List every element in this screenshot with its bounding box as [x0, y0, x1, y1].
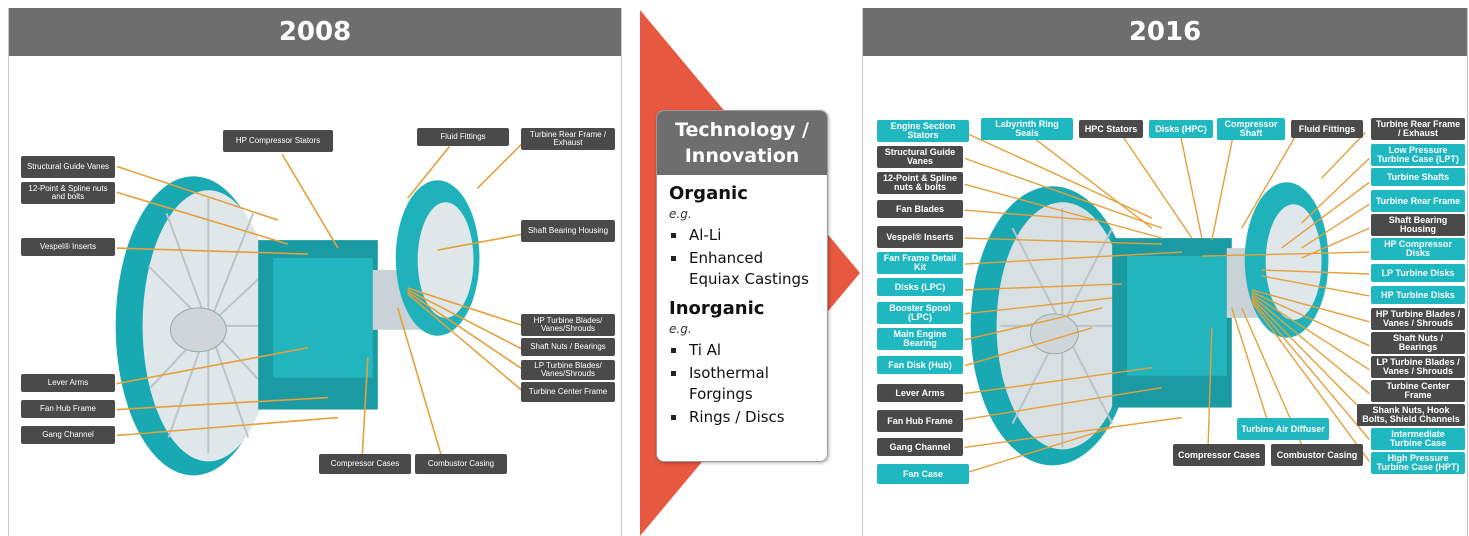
label-hp-turbine-blades: HP Turbine Blades / Vanes / Shrouds: [1371, 308, 1465, 330]
panel-year-2008: 2008: [9, 8, 621, 56]
label-intermediate-turbine-case: Intermediate Turbine Case: [1371, 428, 1465, 450]
label-12-point-spline: 12-Point & Spline nuts and bolts: [21, 182, 115, 204]
label-labyrinth-ring-seals: Labyrinth Ring Seals: [981, 118, 1073, 140]
organic-list: Al-Li Enhanced Equiax Castings: [669, 225, 817, 290]
label-vespel-inserts: Vespel® Inserts: [877, 226, 963, 248]
fan-blades-shape: [147, 198, 274, 454]
organic-item: Al-Li: [669, 225, 817, 246]
label-engine-section-stators: Engine Section Stators: [877, 120, 969, 142]
fan-case-shape: [115, 176, 272, 476]
label-hpt-case: High Pressure Turbine Case (HPT): [1371, 452, 1465, 474]
label-turbine-shafts: Turbine Shafts: [1371, 168, 1465, 186]
label-hp-turbine-blades: HP Turbine Blades/ Vanes/Shrouds: [521, 314, 615, 336]
label-shank-nuts: Shank Nuts, Hook Bolts, Shield Channels: [1357, 404, 1465, 426]
label-shaft-bearing-housing: Shaft Bearing Housing: [1371, 214, 1465, 236]
inorganic-list: Ti Al Isothermal Forgings Rings / Discs: [669, 340, 817, 428]
label-fan-blades: Fan Blades: [877, 200, 963, 218]
label-combustor-casing: Combustor Casing: [415, 454, 507, 474]
label-compressor-shaft: Compressor Shaft: [1217, 118, 1285, 140]
fan-case-shape: [970, 186, 1135, 466]
leader-lines-2008: [116, 141, 524, 464]
panel-2008: 2008: [8, 8, 622, 536]
tech-box-title: Technology / Innovation: [657, 111, 827, 175]
panel-year-2016: 2016: [863, 8, 1467, 56]
label-turbine-rear-frame: Turbine Rear Frame / Exhaust: [521, 128, 615, 150]
label-fan-case: Fan Case: [877, 464, 969, 484]
label-turbine-air-diffuser: Turbine Air Diffuser: [1237, 418, 1329, 440]
label-turbine-rear-frame: Turbine Rear Frame: [1371, 190, 1465, 212]
label-shaft-nuts-bearings: Shaft Nuts / Bearings: [1371, 332, 1465, 354]
inorganic-item: Isothermal Forgings: [669, 363, 817, 405]
label-turbine-rear-frame-exhaust: Turbine Rear Frame / Exhaust: [1371, 118, 1465, 140]
organic-eg: e.g.: [669, 207, 692, 221]
label-hp-turbine-disks: HP Turbine Disks: [1371, 286, 1465, 304]
inorganic-heading: Inorganic: [669, 298, 765, 319]
label-booster-spool: Booster Spool (LPC): [877, 302, 963, 324]
label-main-engine-bearing: Main Engine Bearing: [877, 328, 963, 350]
label-fluid-fittings: Fluid Fittings: [417, 128, 509, 146]
label-combustor-casing: Combustor Casing: [1271, 444, 1363, 466]
label-disks-hpc: Disks (HPC): [1149, 120, 1213, 138]
label-structural-guide-vanes: Structural Guide Vanes: [877, 146, 963, 168]
inorganic-item: Rings / Discs: [669, 407, 817, 428]
panel-2016: 2016: [862, 8, 1468, 536]
label-turbine-center-frame: Turbine Center Frame: [521, 382, 615, 402]
label-hpc-stators: HPC Stators: [1079, 120, 1143, 138]
organic-heading: Organic: [669, 183, 748, 204]
label-lpt-case: Low Pressure Turbine Case (LPT): [1371, 144, 1465, 166]
label-compressor-cases: Compressor Cases: [319, 454, 411, 474]
label-fan-disk-hub: Fan Disk (Hub): [877, 356, 963, 374]
label-vespel-inserts: Vespel® Inserts: [21, 238, 115, 256]
label-hp-compressor-disks: HP Compressor Disks: [1371, 238, 1465, 260]
label-shaft-nuts-bearings: Shaft Nuts / Bearings: [521, 338, 615, 356]
label-lever-arms: Lever Arms: [21, 374, 115, 392]
label-fan-hub-frame: Fan Hub Frame: [877, 410, 963, 432]
label-shaft-bearing-housing: Shaft Bearing Housing: [521, 220, 615, 242]
fan-face-shape: [142, 190, 275, 462]
label-12-point-spline: 12-Point & Spline nuts & bolts: [877, 172, 963, 194]
label-structural-guide-vanes: Structural Guide Vanes: [21, 156, 115, 178]
label-lp-turbine-blades: LP Turbine Blades/ Vanes/Shrouds: [521, 360, 615, 380]
turbine-shape: [395, 180, 480, 336]
compressor-shape: [258, 240, 378, 410]
inorganic-eg: e.g.: [669, 322, 692, 336]
label-compressor-cases: Compressor Cases: [1173, 444, 1265, 466]
combustor-shape: [372, 270, 433, 330]
label-gang-channel: Gang Channel: [21, 426, 115, 444]
label-gang-channel: Gang Channel: [877, 438, 963, 456]
engine-illustration-2008: [115, 141, 524, 476]
label-fluid-fittings: Fluid Fittings: [1291, 120, 1363, 138]
spinner-shape: [169, 307, 227, 353]
technology-innovation-box: Technology / Innovation Organic e.g. Al-…: [656, 110, 828, 462]
organic-item: Enhanced Equiax Castings: [669, 248, 817, 290]
label-lever-arms: Lever Arms: [877, 384, 963, 402]
inorganic-item: Ti Al: [669, 340, 817, 361]
label-fan-hub-frame: Fan Hub Frame: [21, 400, 115, 418]
label-fan-frame-detail-kit: Fan Frame Detail Kit: [877, 252, 963, 274]
label-turbine-center-frame: Turbine Center Frame: [1371, 380, 1465, 402]
label-disks-lpc: Disks (LPC): [877, 278, 963, 296]
label-lp-turbine-disks: LP Turbine Disks: [1371, 264, 1465, 282]
label-hp-compressor-stators: HP Compressor Stators: [223, 130, 333, 152]
label-lp-turbine-blades: LP Turbine Blades / Vanes / Shrouds: [1371, 356, 1465, 378]
